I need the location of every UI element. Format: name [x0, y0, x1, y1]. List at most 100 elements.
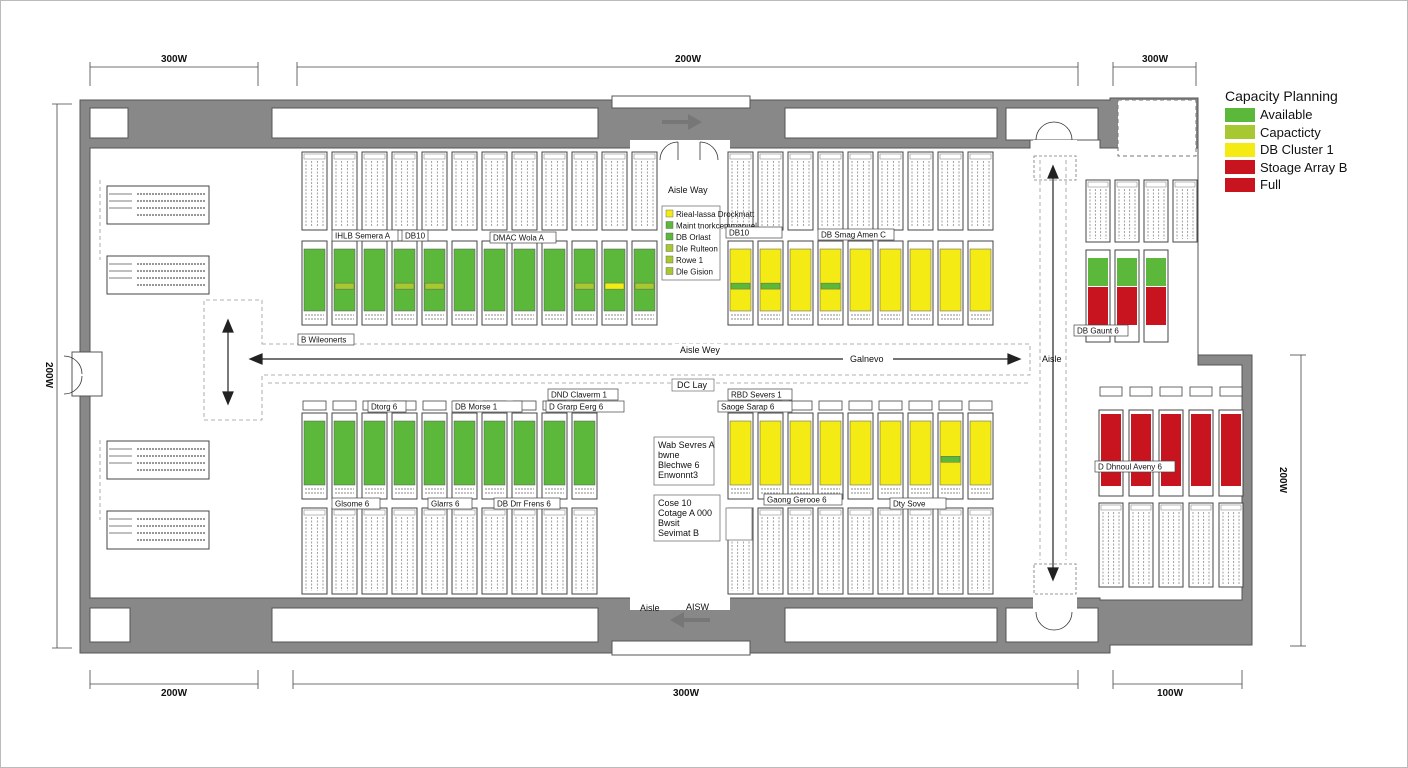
rack-tag-text: Dtorg 6 — [371, 403, 398, 412]
server-rack — [391, 151, 418, 231]
server-rack — [631, 151, 658, 231]
server-rack — [541, 151, 568, 231]
key-swatch — [665, 209, 674, 218]
server-rack — [451, 151, 478, 231]
server-rack — [331, 151, 358, 231]
aisle-label-dc: DC Lay — [677, 380, 708, 390]
server-rack — [541, 507, 568, 595]
legend-swatch — [1225, 142, 1255, 157]
capacity-rack — [847, 412, 874, 500]
server-rack — [481, 507, 508, 595]
aisle-center-bg — [675, 344, 723, 356]
aisle-label-center-right: Galnevo — [850, 354, 884, 364]
legend-label: Available — [1260, 107, 1313, 123]
web-servers-note-box — [653, 436, 715, 486]
capacity-rack — [937, 240, 964, 326]
dim-top-left: 300W — [161, 54, 188, 65]
key-swatch — [665, 267, 674, 275]
capacity-rack — [451, 412, 478, 500]
key-label: Rowe 1 — [676, 256, 704, 265]
aisle-corridors — [99, 160, 1067, 560]
server-rack — [511, 151, 538, 231]
capacity-rack — [421, 412, 448, 500]
full-rack — [1218, 409, 1244, 497]
rack-tag-text: Dty Sove — [893, 500, 926, 509]
capacity-rack — [967, 412, 994, 500]
rack-tag: Saoge Sarap 6 — [717, 400, 793, 413]
server-rack — [1218, 502, 1244, 588]
rack-tag-text: DND Claverm 1 — [551, 391, 608, 400]
rack-header — [1159, 386, 1183, 397]
rack-tag: Glarrs 6 — [427, 497, 473, 510]
legend-label: Capacticty — [1260, 124, 1321, 140]
rack-tag: DB Morse 1 — [451, 400, 523, 413]
legend-swatch — [1225, 177, 1255, 192]
rack-header — [908, 400, 933, 411]
capacity-rack — [727, 240, 754, 326]
server-rack — [787, 151, 814, 231]
door-arrows — [662, 114, 710, 628]
capacity-rack — [451, 240, 478, 326]
legend-item-storage: Stoage Array B — [1225, 159, 1400, 177]
key-swatch — [665, 221, 674, 229]
rack-tag-text: Gaong Gerooe 6 — [767, 496, 827, 505]
rack-header — [938, 400, 963, 411]
full-rack — [1128, 409, 1154, 497]
dim-right-side: 200W — [1277, 467, 1288, 494]
aisle-label-top: Aisle Way — [668, 185, 708, 195]
server-rack — [877, 507, 904, 595]
rack-header — [302, 400, 327, 411]
rack-tag-text: DB Morse 1 — [455, 403, 498, 412]
rack-header — [1129, 386, 1153, 397]
aisle-label-bottom-2: AISW — [686, 602, 710, 612]
legend-label: Stoage Array B — [1260, 159, 1348, 175]
server-rack — [817, 507, 844, 595]
dim-bottom-left: 200W — [161, 688, 188, 699]
rack-tag: RBD Severs 1 — [727, 388, 793, 401]
rack-tag-text: DB Gaunt 6 — [1077, 327, 1119, 336]
capacity-rack — [511, 412, 538, 500]
note-store-line-2: Cotage A 000 — [658, 508, 712, 518]
dim-bottom-right: 100W — [1157, 688, 1184, 699]
capacity-rack — [727, 412, 754, 500]
dim-left-side: 200W — [43, 362, 54, 389]
legend-label: DB Cluster 1 — [1260, 142, 1334, 158]
rack-tag-text: B Wileonerts — [301, 336, 346, 345]
server-rack — [787, 507, 814, 595]
server-rack — [907, 151, 934, 231]
server-rack — [877, 151, 904, 231]
capacity-rack — [361, 412, 388, 500]
capacity-rack — [541, 240, 568, 326]
rack-tag: DB10 — [725, 226, 783, 239]
aisle-label-right: Aisle — [1042, 354, 1062, 364]
capacity-rack — [757, 412, 784, 500]
server-rack — [1158, 502, 1184, 588]
note-web-line-1: Wab Sevres A — [658, 440, 715, 450]
rack-tag: DB Drr Frens 6 — [493, 497, 561, 510]
full-rack — [1158, 409, 1184, 497]
rack-tag: DB Gaunt 6 — [1073, 324, 1129, 337]
legend-swatch — [1225, 107, 1255, 122]
capacity-rack — [571, 412, 598, 500]
rack-header — [1189, 386, 1213, 397]
storage-note-box — [653, 494, 721, 542]
server-rack — [571, 507, 598, 595]
rack-header — [878, 400, 903, 411]
capacity-rack — [907, 412, 934, 500]
capacity-rack — [511, 240, 538, 326]
server-rack — [481, 151, 508, 231]
legend: Capacity Planning Available Capacticty D… — [1225, 88, 1400, 194]
server-rack — [511, 507, 538, 595]
rack-tag: IHLB Semera A — [331, 229, 399, 242]
server-rack — [301, 507, 328, 595]
aisle-right-bg — [843, 354, 893, 364]
key-label: Maint tnorkcemmanuel — [676, 222, 757, 231]
storage-rack — [1143, 179, 1169, 243]
server-rack — [571, 151, 598, 231]
capacity-rack — [571, 240, 598, 326]
rack-tag: B Wileonerts — [297, 333, 355, 346]
legend-swatch — [1225, 125, 1255, 140]
capacity-rack — [601, 240, 628, 326]
note-store-line-4: Sevimat B — [658, 528, 699, 538]
capacity-rack — [481, 412, 508, 500]
